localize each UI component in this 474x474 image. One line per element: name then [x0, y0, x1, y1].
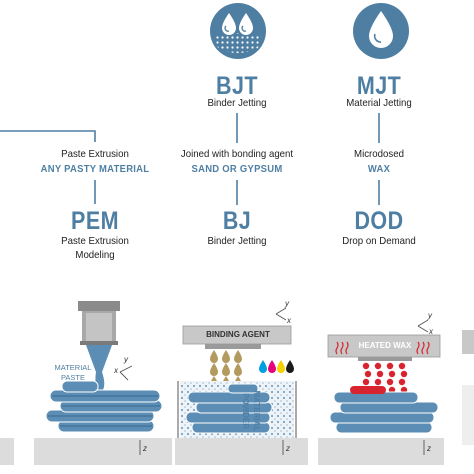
dod-axis-y-label: y: [428, 311, 432, 320]
dod-heated-wax-label: HEATED WAX: [358, 341, 412, 350]
pem-abbr: PEM: [71, 207, 119, 235]
mjt-category-name: Material Jetting: [346, 97, 412, 109]
bj-binding-agent-label: BINDING AGENT: [206, 330, 270, 339]
wax-drop: [388, 370, 396, 378]
liquid-drop-icon: [353, 3, 409, 59]
wax-drop: [386, 378, 394, 386]
pem-process: Paste Extrusion: [61, 148, 129, 160]
wax-drop: [364, 370, 372, 378]
bj-process: Joined with bonding agent: [180, 148, 294, 160]
pem-axis-y-label: y: [124, 355, 128, 364]
wax-drop: [374, 362, 382, 370]
bj-axis-x-label: x: [287, 316, 291, 325]
pem-name-line1: Paste Extrusion: [61, 235, 129, 247]
pem-axis-z-label: z: [143, 444, 147, 453]
dod-illustration: [318, 319, 444, 465]
wax-drop: [400, 370, 408, 378]
next-column-bed-fragment: [462, 385, 474, 445]
bj-axis-y-label: y: [285, 299, 289, 308]
prev-column-base-fragment: [0, 438, 14, 465]
bj-abbr: BJ: [222, 207, 252, 235]
bj-name-line1: Binder Jetting: [207, 235, 267, 247]
dod-axis-z-label: z: [427, 444, 431, 453]
pem-material-paste-label: MATERIAL PASTE: [54, 363, 92, 382]
wax-drop: [398, 378, 406, 386]
dod-process: Microdosed: [354, 148, 404, 160]
wax-drop: [374, 378, 382, 386]
pem-axis-x-label: x: [114, 366, 118, 375]
bjt-category-name: Binder Jetting: [207, 97, 267, 109]
heat-waves-icon: [335, 341, 430, 355]
bjt-category-abbr: BJT: [216, 72, 258, 100]
bj-axis-z-label: z: [286, 444, 290, 453]
cmyk-drops-icon: [259, 360, 294, 373]
pem-material: ANY PASTY MATERIAL: [40, 163, 150, 175]
bj-illustration: [175, 307, 308, 465]
bj-material: SAND OR GYPSUM: [191, 163, 283, 175]
dod-axis-x-label: x: [429, 327, 433, 336]
dod-material: WAX: [367, 163, 391, 175]
pem-name-line2: Modeling: [75, 249, 115, 261]
pem-illustration: [34, 301, 172, 465]
mjt-category-abbr: MJT: [356, 72, 402, 100]
wax-drop: [386, 362, 394, 370]
next-column-head-fragment: [462, 330, 474, 354]
wax-drop: [398, 362, 406, 370]
dod-name-line1: Drop on Demand: [342, 235, 416, 247]
wax-drop: [376, 370, 384, 378]
wax-drop: [362, 378, 370, 386]
connector-lines: [0, 113, 380, 205]
wax-drop: [362, 362, 370, 370]
liquid-drops-on-powder-icon: [210, 3, 266, 59]
bj-material-powder-label: MATERIAL POWDER: [241, 390, 261, 432]
dod-abbr: DOD: [354, 207, 404, 235]
